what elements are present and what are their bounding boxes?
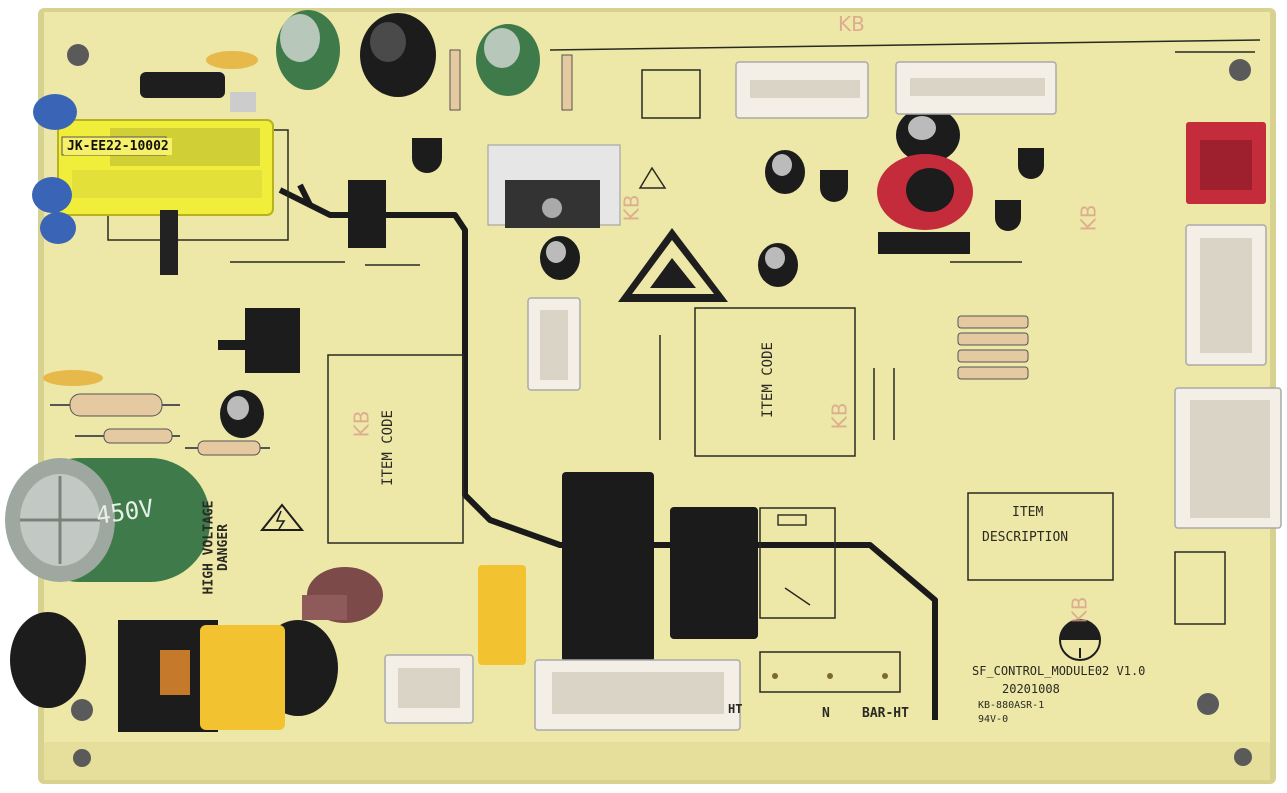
watermark-kb: KB <box>349 410 374 438</box>
yellow-capacitors <box>200 565 526 730</box>
small-part <box>230 92 256 112</box>
item-code-box-center <box>694 307 856 457</box>
diode <box>140 72 225 98</box>
high-voltage-warning-icon <box>259 503 305 531</box>
resistor-vertical <box>449 49 461 111</box>
mount-hole <box>71 699 93 721</box>
mount-holes <box>67 44 1252 767</box>
optocoupler-ic <box>218 308 300 373</box>
transformer-label: JK-EE22-10002 <box>64 138 172 155</box>
electrolytic-capacitors-top <box>276 10 540 97</box>
electrolytic-capacitors-small <box>220 107 960 438</box>
small-capacitor <box>43 370 103 386</box>
blue-capacitors <box>32 94 77 244</box>
trace-main <box>278 187 938 720</box>
connector-red-pins <box>1200 140 1252 190</box>
item-code-center-text: ITEM CODE <box>759 342 776 418</box>
pcb-lower-strip <box>44 742 1270 780</box>
board-part-number: KB-880ASR-1 <box>978 700 1045 711</box>
varistor <box>10 612 86 708</box>
relay-schematic <box>777 514 811 606</box>
terminal-bar-ht-label: BAR-HT <box>862 706 909 721</box>
relay-outline <box>759 507 836 619</box>
board-name-text: SF_CONTROL_MODULE02 V1.0 <box>972 664 1146 678</box>
board-flammability-rating: 94V-0 <box>978 714 1009 725</box>
connector-pins <box>398 78 1270 714</box>
danger-text: DANGER <box>215 524 231 571</box>
fuse <box>302 595 347 620</box>
mount-hole <box>73 749 91 767</box>
small-capacitor <box>206 51 258 69</box>
watermark-kb: KB <box>1076 204 1101 232</box>
item-description-box <box>967 492 1114 581</box>
mount-hole <box>1234 748 1252 766</box>
watermark-kb: KB <box>619 194 644 222</box>
item-description-title: ITEM <box>1012 505 1044 520</box>
terminal-dots <box>772 673 888 679</box>
terminal-ht-label: HT <box>728 702 743 716</box>
regulator-ic <box>348 180 386 248</box>
traces <box>278 183 938 720</box>
terminal-outline <box>759 651 901 693</box>
ic-outline-top <box>641 69 701 119</box>
high-voltage-text: HIGH VOLTAGE <box>201 500 217 595</box>
transistors <box>412 138 1044 231</box>
watermark-kb: KB <box>1067 596 1092 624</box>
terminal-n-label: N <box>822 706 830 721</box>
film-resistor <box>878 232 970 254</box>
watermark-kb: KB <box>838 12 865 36</box>
silkscreen-outlines <box>107 39 1261 693</box>
watermark-kb: KB <box>827 402 852 430</box>
bulk-capacitor <box>5 458 210 582</box>
relays <box>562 472 758 662</box>
axial-resistors <box>50 393 270 456</box>
ground-symbol <box>1059 619 1101 661</box>
item-code-left-text: ITEM CODE <box>379 410 396 486</box>
mount-hole <box>1197 693 1219 715</box>
small-triangle-symbol <box>638 166 667 189</box>
smd-resistors <box>957 315 1029 380</box>
mount-hole <box>67 44 89 66</box>
red-inductor <box>877 154 973 230</box>
esd-warning-symbol <box>618 228 728 302</box>
resistor-vertical <box>561 54 573 111</box>
item-description-text: DESCRIPTION <box>982 530 1069 545</box>
connector-outline-right <box>1174 551 1226 625</box>
heatsink <box>487 144 621 228</box>
board-date-text: 20201008 <box>1002 682 1060 696</box>
mount-hole <box>1229 59 1251 81</box>
trace-branch <box>297 183 313 207</box>
item-code-box-left <box>327 354 464 544</box>
